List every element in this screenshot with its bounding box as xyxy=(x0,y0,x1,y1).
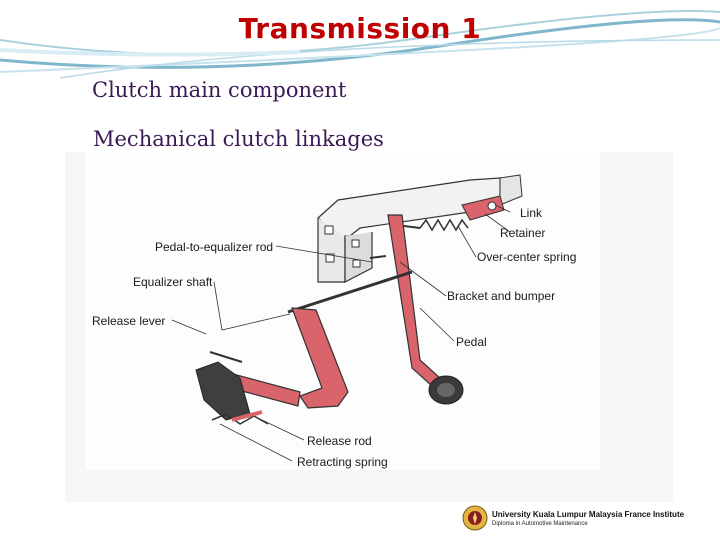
label-pedal: Pedal xyxy=(456,335,487,349)
label-link: Link xyxy=(520,206,543,220)
over-center-spring-illustration xyxy=(403,218,469,232)
footer-program: Diploma in Automotive Maintenance xyxy=(492,521,588,527)
bullet-mechanical-clutch-linkages: Mechanical clutch linkages xyxy=(93,127,384,151)
slide-title: Transmission 1 xyxy=(238,12,482,45)
release-lever-illustration xyxy=(195,307,349,425)
leader-lines xyxy=(171,204,511,462)
label-retracting-spring: Retracting spring xyxy=(297,455,388,469)
label-release-lever: Release lever xyxy=(92,314,166,328)
label-retainer: Retainer xyxy=(500,226,546,240)
pedal-illustration xyxy=(387,214,464,405)
bullet-clutch-main-component: Clutch main component xyxy=(92,78,347,102)
footer-institution: University Kuala Lumpur Malaysia France … xyxy=(492,510,685,519)
university-crest-logo xyxy=(462,505,488,531)
label-pedal-to-equalizer-rod: Pedal-to-equalizer rod xyxy=(155,240,274,254)
label-equalizer-shaft: Equalizer shaft xyxy=(133,275,213,289)
header-swoosh-decoration xyxy=(0,10,720,79)
label-release-rod: Release rod xyxy=(307,434,372,448)
label-over-center-spring: Over-center spring xyxy=(477,250,577,264)
pedal-bracket-illustration xyxy=(317,174,523,283)
label-bracket-and-bumper: Bracket and bumper xyxy=(447,289,556,303)
